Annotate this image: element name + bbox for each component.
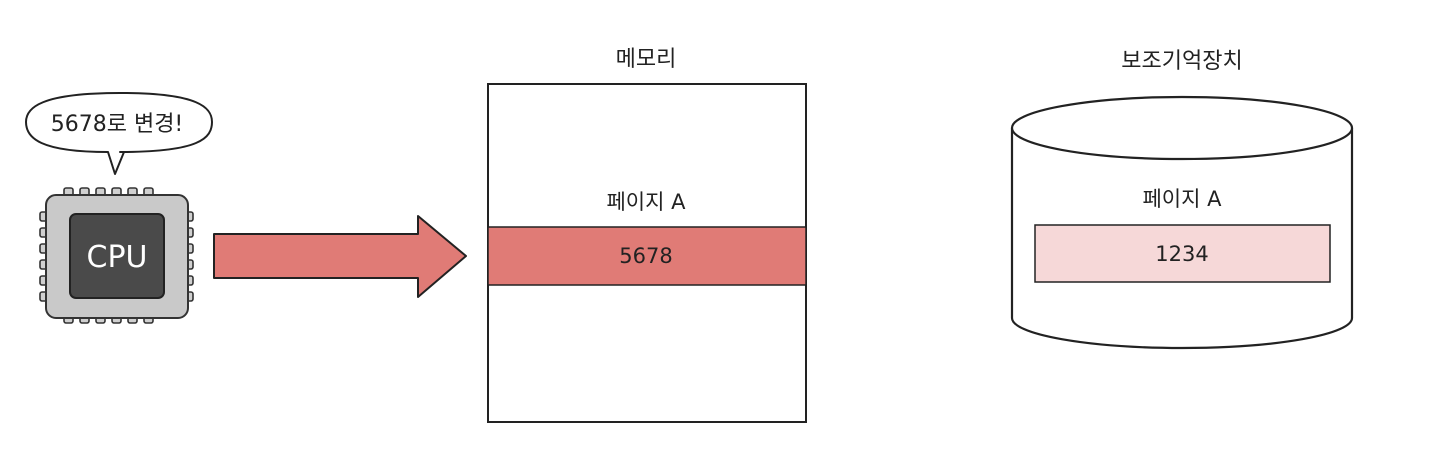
cpu-chip-icon: CPU bbox=[39, 187, 194, 324]
cylinder-storage-icon bbox=[1010, 95, 1354, 350]
memory-page-row bbox=[487, 226, 807, 286]
speech-bubble-text: 5678로 변경! bbox=[51, 112, 184, 137]
storage-page-label: 페이지 A bbox=[1142, 187, 1222, 211]
chip-core bbox=[69, 213, 165, 299]
memory-page-label: 페이지 A bbox=[606, 190, 686, 214]
storage: 보조기억장치 페이지 A 1234 bbox=[1010, 49, 1354, 350]
storage-title: 보조기억장치 bbox=[1121, 49, 1242, 74]
storage-page-row bbox=[1034, 224, 1331, 283]
right-arrow-icon bbox=[213, 215, 467, 298]
speech-bubble: 5678로 변경! bbox=[25, 92, 213, 175]
storage-page-value: 1234 bbox=[1155, 242, 1208, 266]
memory: 메모리 페이지 A 5678 bbox=[487, 47, 807, 423]
memory-page-value: 5678 bbox=[619, 244, 672, 268]
cpu-label: CPU bbox=[87, 240, 148, 275]
memory-title: 메모리 bbox=[616, 47, 677, 72]
